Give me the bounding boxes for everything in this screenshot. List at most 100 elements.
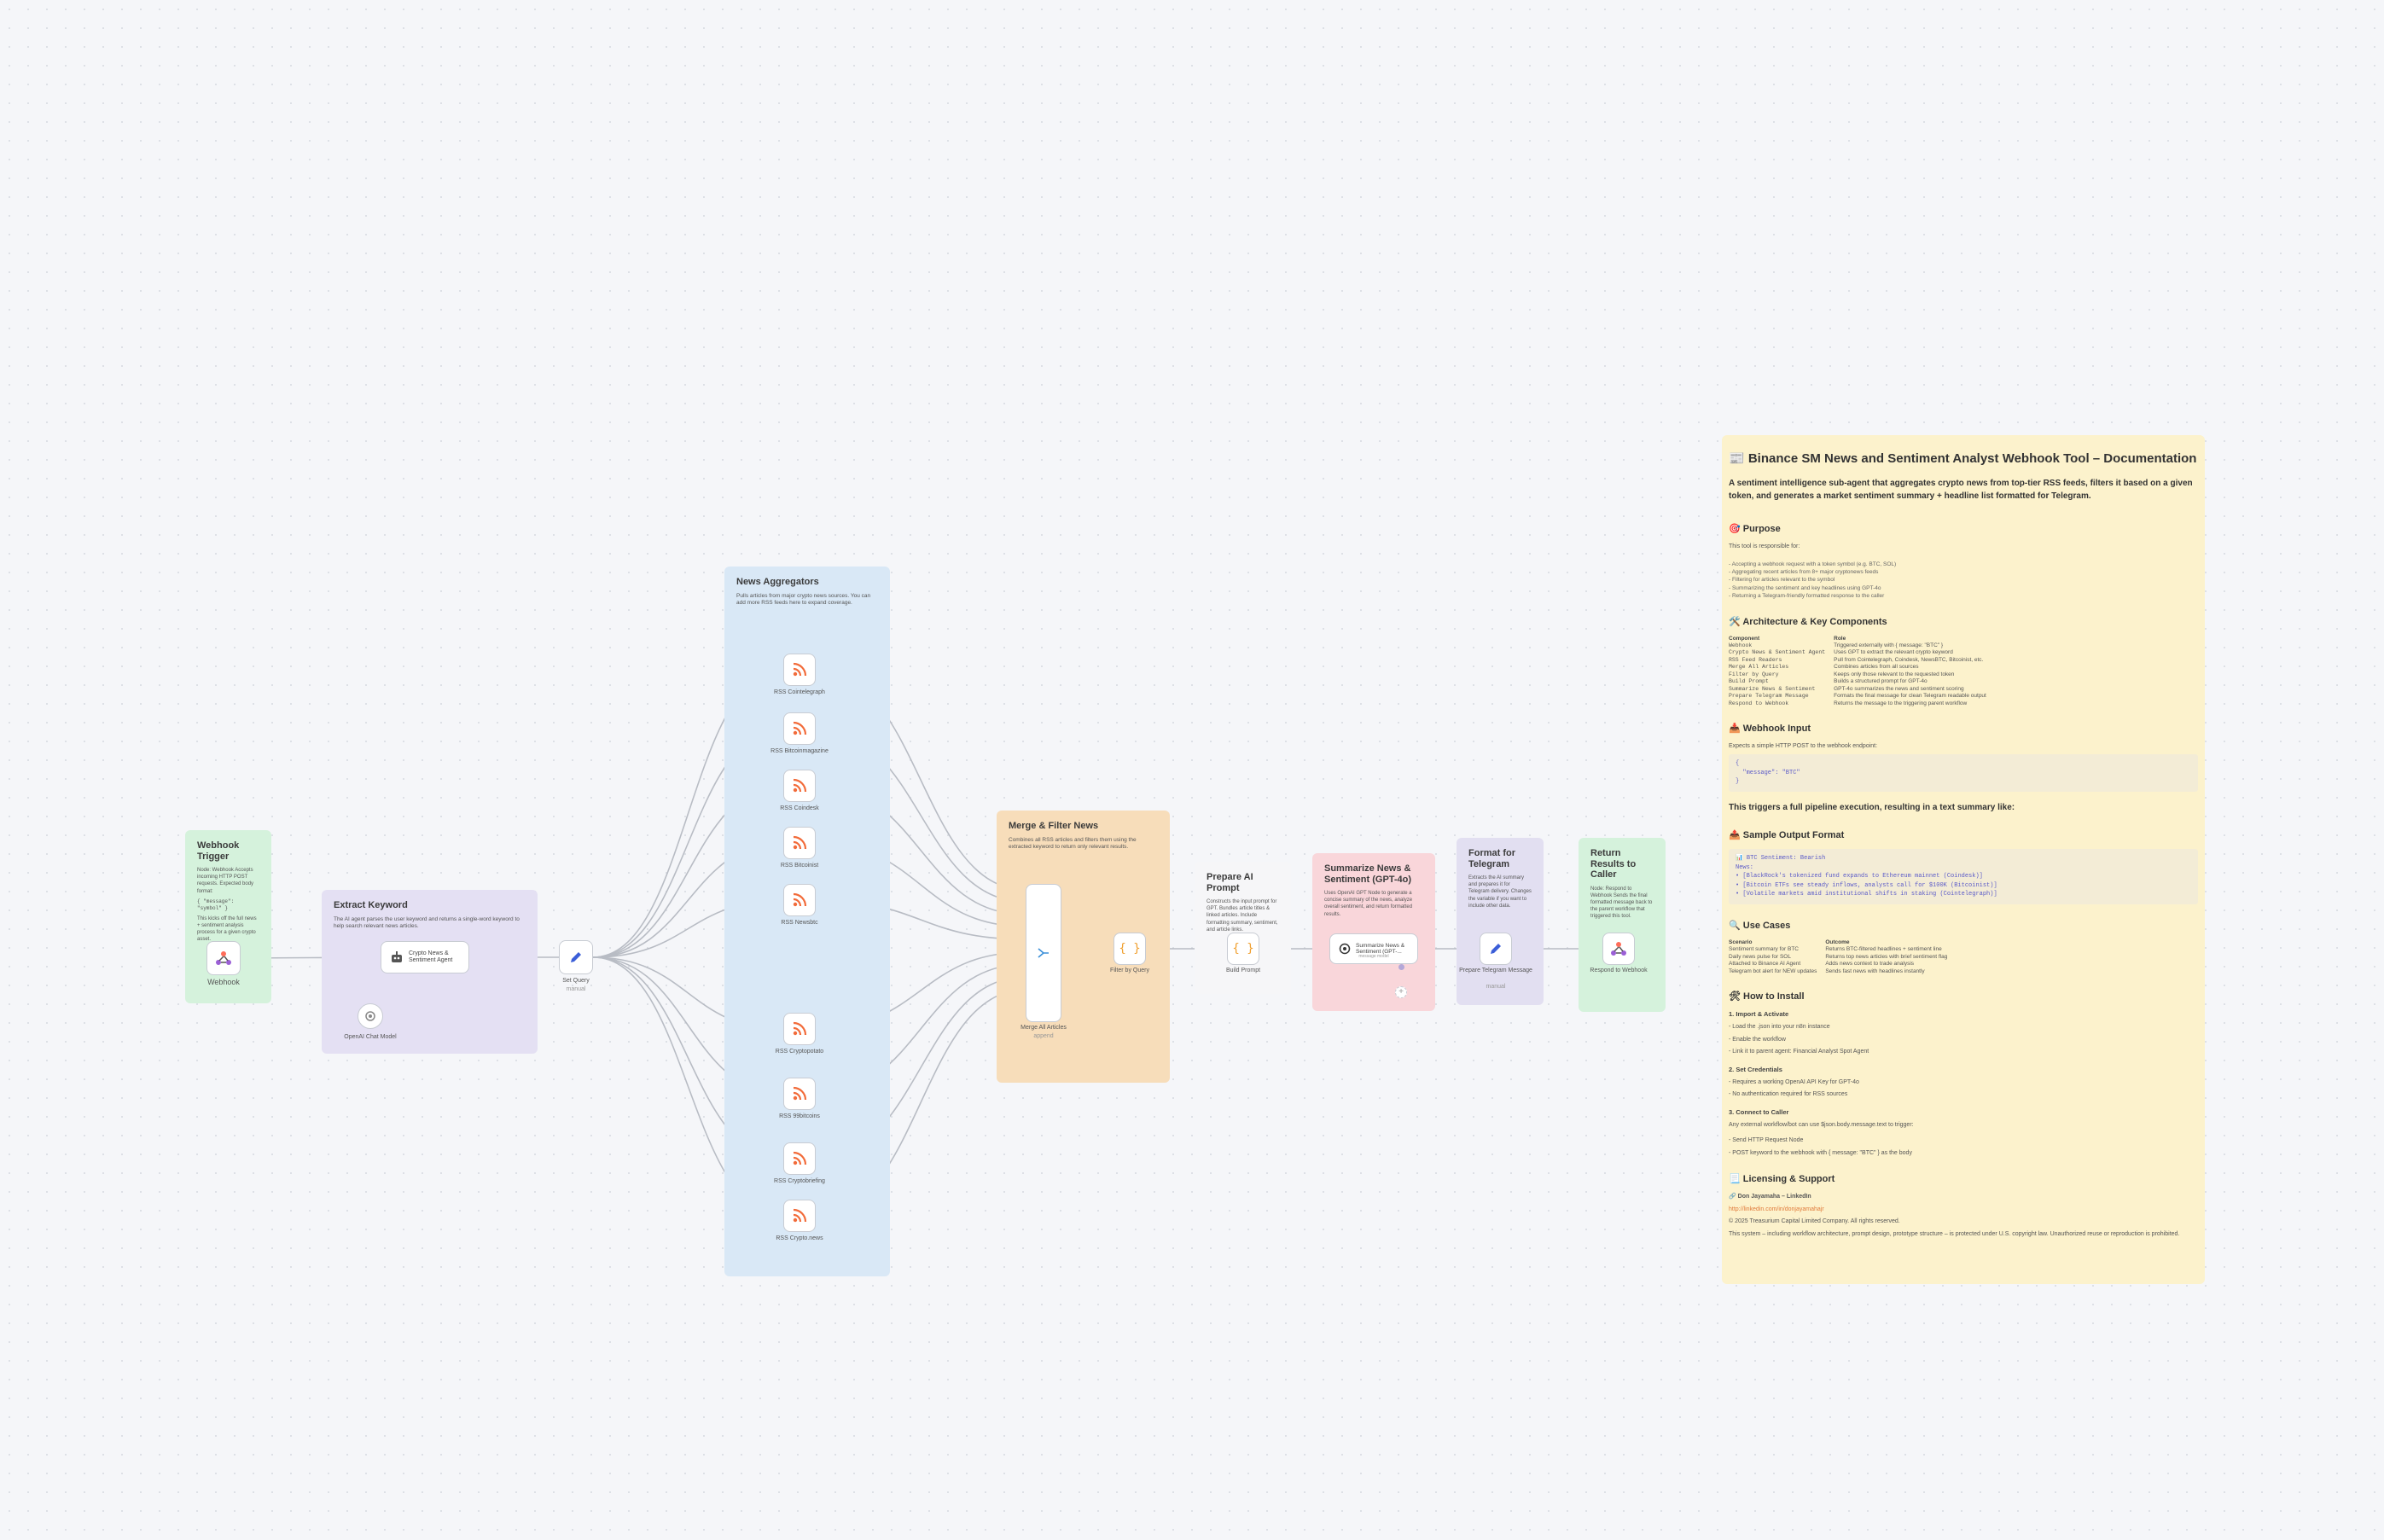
summarize-attachment-node[interactable]: + <box>1395 986 1407 998</box>
webhook-label: Webhook <box>207 978 240 986</box>
filter-label: Filter by Query <box>1110 968 1149 973</box>
doc-usecases-section: 🔍 Use Cases Scenario Outcome Sentiment su… <box>1729 920 2198 975</box>
table-cell: Returns BTC-filtered headlines + sentime… <box>1825 946 1942 953</box>
sticky-note: This kicks off the full news + sentiment… <box>197 915 257 943</box>
robot-icon <box>390 950 404 964</box>
chat-model-node[interactable] <box>358 1003 383 1029</box>
summarize-label: Summarize News & Sentiment (GPT-... <box>1356 942 1405 955</box>
doc-heading: 🎯 Purpose <box>1729 524 1781 534</box>
rss-feed-node[interactable] <box>783 1142 816 1175</box>
code-line: { <box>1736 760 1740 768</box>
code-icon: { } <box>1232 942 1254 956</box>
table-cell: Keeps only those relevant to the request… <box>1834 671 1955 677</box>
rss-icon <box>791 892 808 909</box>
table-cell: Sends fast news with headlines instantly <box>1825 968 1925 974</box>
rss-feed-label: RSS Bitcoinist <box>780 863 819 869</box>
doc-heading: 📤 Sample Output Format <box>1729 830 1845 841</box>
doc-heading: 🔍 Use Cases <box>1729 920 1791 931</box>
table-cell: Daily news pulse for SOL <box>1729 953 1791 960</box>
sticky-body: Node: Respond to Webhook Sends the final… <box>1590 886 1653 920</box>
sticky-body: Constructs the input prompt for GPT. Bun… <box>1207 899 1278 933</box>
rss-feed-node[interactable] <box>783 827 816 859</box>
doc-text: Any external workflow/bot can use $json.… <box>1729 1121 1914 1128</box>
usecases-table: Scenario Outcome Sentiment summary for BT… <box>1729 939 1956 975</box>
filter-node[interactable]: { } <box>1114 933 1146 965</box>
doc-intro: A sentiment intelligence sub-agent that … <box>1729 479 2193 501</box>
rss-feed-node[interactable] <box>783 654 816 686</box>
linkedin-link[interactable]: http://linkedin.com/in/donjayamahajr <box>1729 1206 1824 1212</box>
merge-sub: append <box>1033 1033 1054 1039</box>
doc-install-section: 🛠 How to Install 1. Import & Activate - … <box>1729 991 2198 1158</box>
doc-copyright: © 2025 Treasurium Capital Limited Compan… <box>1729 1218 1900 1225</box>
sticky-summarize[interactable]: Summarize News & Sentiment (GPT-4o) Uses… <box>1312 853 1435 1011</box>
doc-notice: This system – including workflow archite… <box>1729 1230 2180 1237</box>
doc-subheading: 3. Connect to Caller <box>1729 1107 1789 1116</box>
table-cell: Returns top news articles with brief sen… <box>1825 953 1948 960</box>
doc-heading: 📃 Licensing & Support <box>1729 1174 1835 1185</box>
table-cell: Sentiment summary for BTC <box>1729 946 1799 953</box>
rss-feed-node[interactable] <box>783 1078 816 1110</box>
sticky-title: Merge & Filter News <box>1009 821 1099 831</box>
table-header: Scenario <box>1729 939 1753 945</box>
summarize-node[interactable]: Summarize News & Sentiment (GPT-... <box>1329 933 1418 964</box>
table-cell: Build Prompt <box>1729 678 1769 685</box>
list-item: - Link it to parent agent: Financial Ana… <box>1729 1049 1869 1055</box>
sticky-format-telegram[interactable]: Format for Telegram Extracts the AI summ… <box>1457 838 1544 1005</box>
list-item: - POST keyword to the webhook with { mes… <box>1729 1149 1912 1156</box>
list-item: - Filtering for articles relevant to the… <box>1729 577 1835 584</box>
summarize-subnode-connector[interactable] <box>1398 964 1404 970</box>
respond-label: Respond to Webhook <box>1590 968 1648 973</box>
rss-feed-node[interactable] <box>783 712 816 745</box>
set-query-label: Set Query <box>562 978 590 984</box>
webhook-node[interactable] <box>206 941 241 975</box>
agent-label: Crypto News & Sentiment Agent <box>409 950 453 963</box>
merge-node[interactable] <box>1026 884 1061 1022</box>
sticky-body: Pulls articles from major crypto news so… <box>736 592 871 607</box>
table-header: Component <box>1729 635 1760 642</box>
rss-feed-label: RSS Crypto.news <box>776 1235 823 1241</box>
prepare-telegram-node[interactable] <box>1480 933 1512 965</box>
table-cell: Respond to Webhook <box>1729 700 1789 706</box>
prepare-telegram-label: Prepare Telegram Message <box>1459 968 1532 973</box>
doc-list: - Accepting a webhook request with a tok… <box>1729 561 2198 601</box>
sticky-prepare-prompt[interactable]: Prepare AI Prompt Constructs the input p… <box>1195 862 1291 994</box>
code-line: • [Volatile markets amid institutional s… <box>1736 891 1997 898</box>
rss-icon <box>791 1207 808 1224</box>
build-prompt-label: Build Prompt <box>1225 968 1261 973</box>
set-query-node[interactable] <box>559 940 593 974</box>
build-prompt-node[interactable]: { } <box>1227 933 1259 965</box>
table-header: Outcome <box>1825 939 1850 945</box>
rss-feed-node[interactable] <box>783 884 816 916</box>
code-line: "message": "BTC" <box>1736 769 1800 776</box>
doc-heading: 🛠 How to Install <box>1729 991 1805 1002</box>
doc-purpose-section: 🎯 Purpose This tool is responsible for: … <box>1729 523 2198 601</box>
sticky-body: Combines all RSS articles and filters th… <box>1009 836 1137 851</box>
sticky-body: The AI agent parses the user keyword and… <box>334 915 520 930</box>
rss-feed-node[interactable] <box>783 770 816 802</box>
rss-feed-node[interactable] <box>783 1200 816 1232</box>
list-item: - Returning a Telegram-friendly formatte… <box>1729 593 1885 600</box>
table-cell: Crypto News & Sentiment Agent <box>1729 649 1826 656</box>
sticky-return-results[interactable]: Return Results to Caller Node: Respond t… <box>1579 838 1666 1012</box>
output-code-block: 📊 BTC Sentiment: Bearish News: • [BlackR… <box>1729 849 2198 904</box>
respond-node[interactable] <box>1602 933 1635 965</box>
doc-heading: 📥 Webhook Input <box>1729 723 1811 734</box>
rss-feed-label: RSS Newsbtc <box>781 920 818 926</box>
code-line: 📊 BTC Sentiment: Bearish <box>1736 855 1826 863</box>
documentation-sticky[interactable]: 📰 Binance SM News and Sentiment Analyst … <box>1722 435 2205 1284</box>
table-cell: Webhook <box>1729 642 1753 649</box>
doc-text: Expects a simple HTTP POST to the webhoo… <box>1729 742 1878 749</box>
sticky-title: Return Results to Caller <box>1590 848 1637 880</box>
openai-icon <box>364 1010 376 1022</box>
rss-feed-label: RSS Bitcoinmagazine <box>770 748 829 754</box>
rss-feed-node[interactable] <box>783 1013 816 1045</box>
input-code-block: { "message": "BTC" } <box>1729 754 2198 792</box>
merge-icon <box>1037 946 1050 960</box>
agent-node[interactable]: Crypto News & Sentiment Agent <box>381 941 469 973</box>
